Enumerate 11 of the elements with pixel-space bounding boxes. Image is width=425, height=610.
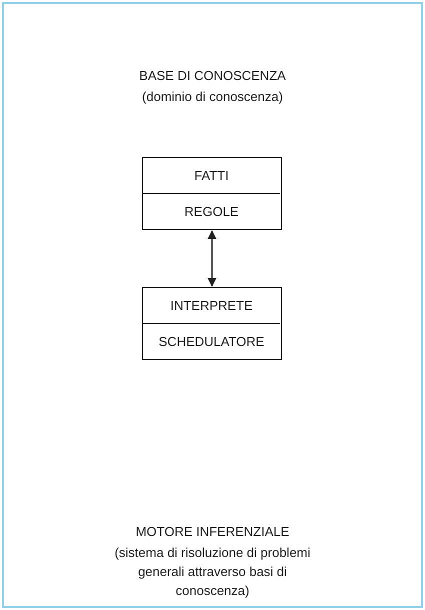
- component-box: [142, 287, 282, 360]
- component-box: [142, 157, 282, 230]
- description: (sistema di risoluzione di problemi generali attraverso basi di conoscenza): [114, 544, 312, 600]
- compartment-label: INTERPRETE: [143, 288, 280, 323]
- compartment-label: FATTI: [143, 158, 280, 193]
- compartment-label: SCHEDULATORE: [143, 323, 280, 358]
- subheading: (dominio di conoscenza): [141, 88, 284, 106]
- heading: BASE DI CONOSCENZA: [138, 67, 287, 85]
- double-arrow: [208, 230, 216, 287]
- heading: MOTORE INFERENZIALE: [134, 523, 290, 541]
- compartment-label: REGOLE: [143, 193, 280, 228]
